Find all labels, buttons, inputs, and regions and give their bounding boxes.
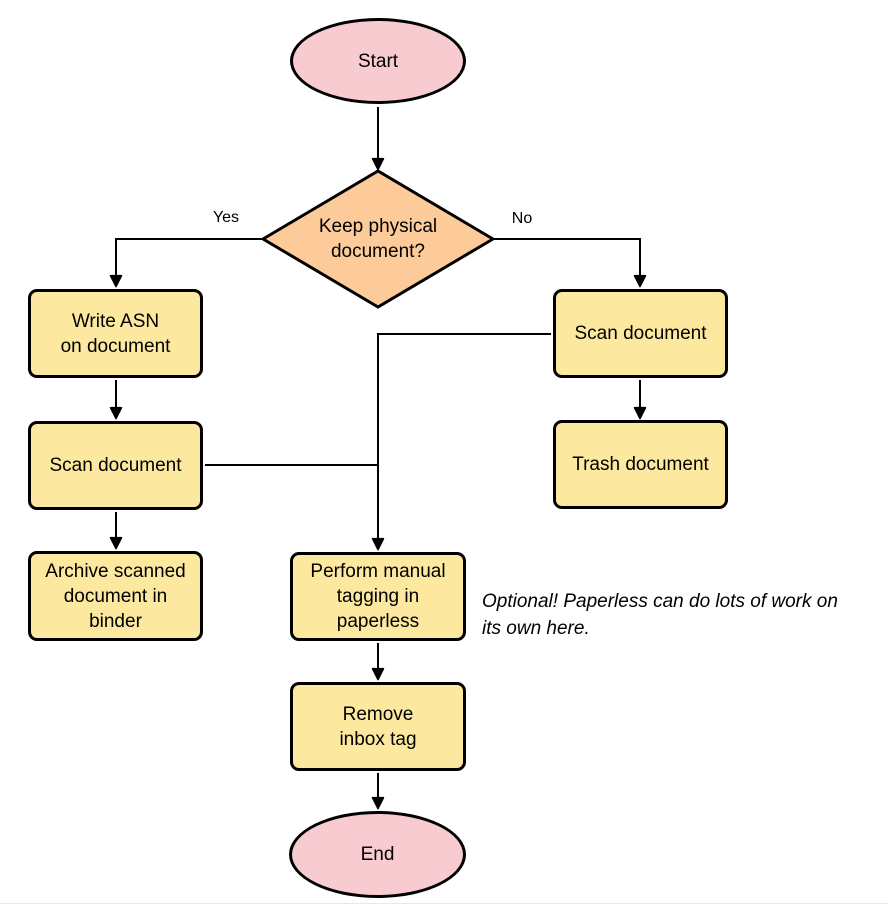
node-remove-inbox-tag: Remove inbox tag — [290, 682, 466, 771]
edge-decision-yes — [109, 238, 263, 288]
decision-diamond-shape — [261, 169, 495, 309]
bottom-divider — [0, 903, 888, 904]
node-scan-document-right-label: Scan document — [574, 323, 707, 344]
edge-scanright-to-tagging — [371, 333, 551, 551]
node-manual-tagging: Perform manual tagging in paperless — [290, 552, 466, 641]
node-decision-label: Keep physical document? — [318, 216, 438, 262]
node-decision: Keep physical document? — [261, 169, 495, 309]
node-trash-document-label: Trash document — [572, 454, 709, 475]
node-archive-binder-label: Archive scanned document in binder — [45, 560, 186, 632]
node-remove-inbox-tag-label: Remove inbox tag — [339, 703, 417, 750]
node-write-asn: Write ASN on document — [28, 289, 203, 378]
node-trash-document: Trash document — [553, 420, 728, 509]
node-scan-document-left-label: Scan document — [49, 455, 182, 476]
edge-decision-no — [493, 238, 647, 288]
node-start: Start — [290, 18, 466, 104]
node-scan-document-left: Scan document — [28, 421, 203, 510]
node-archive-binder: Archive scanned document in binder — [28, 551, 203, 641]
optional-annotation-text: Optional! Paperless can do lots of work … — [482, 591, 838, 639]
node-manual-tagging-label: Perform manual tagging in paperless — [310, 561, 446, 632]
edge-label-yes: Yes — [212, 209, 240, 226]
node-end: End — [289, 811, 466, 898]
node-write-asn-label: Write ASN on document — [60, 310, 171, 357]
node-end-label: End — [360, 844, 395, 865]
node-start-label: Start — [357, 50, 399, 72]
edge-label-no: No — [511, 210, 533, 227]
node-scan-document-right: Scan document — [553, 289, 728, 378]
